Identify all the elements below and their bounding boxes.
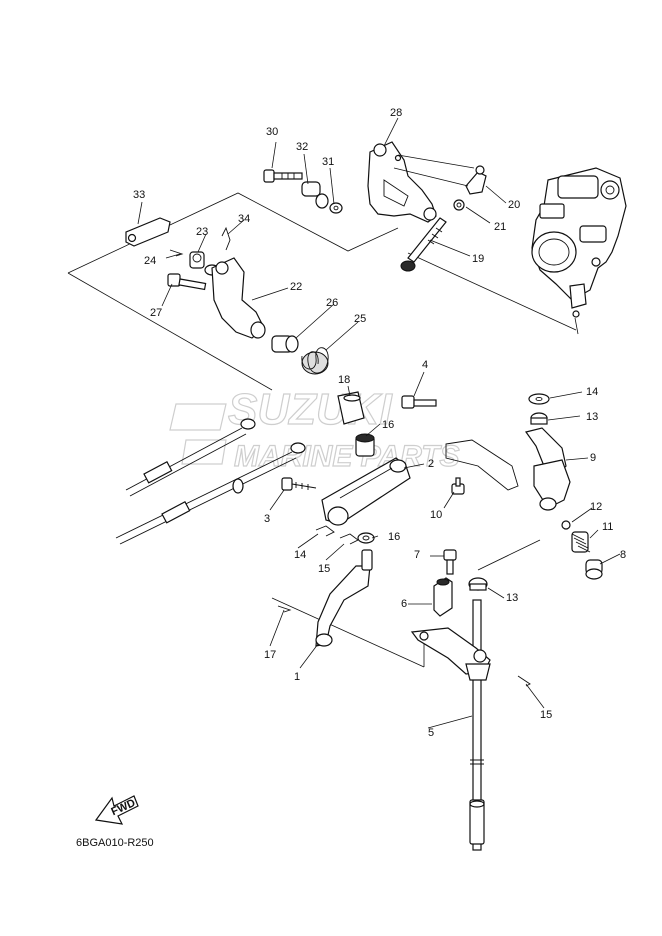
watermark-boat-logo	[169, 403, 227, 431]
callout-5: 5	[428, 727, 434, 739]
diagram-code: 6BGA010-R250	[76, 837, 154, 849]
part-22-joint	[393, 154, 487, 195]
part-3-bolt	[281, 477, 317, 491]
part-21-rod	[400, 217, 447, 272]
callout-35: 34	[238, 213, 250, 225]
callout-27: 25	[354, 313, 366, 325]
leader-lines	[137, 117, 621, 729]
part-31-bolt	[263, 169, 303, 183]
part-34-cable-end	[125, 217, 171, 247]
callout-16a: 14	[294, 549, 306, 561]
part-20-joint	[337, 391, 365, 425]
part-6-cam	[433, 577, 453, 617]
callout-17: 16	[382, 419, 394, 431]
part-32-washer	[329, 202, 343, 214]
part-5-shift-shaft	[410, 599, 491, 851]
part-1-shift-arm	[315, 549, 373, 647]
callout-20: 18	[338, 374, 350, 386]
callout-18: 16	[388, 531, 400, 543]
callout-32: 31	[322, 156, 334, 168]
part-10-bolt	[451, 477, 465, 495]
part-11-spring	[571, 531, 591, 553]
callout-12: 12	[590, 501, 602, 513]
callout-31: 30	[266, 126, 278, 138]
callout-25: 23	[196, 226, 208, 238]
callout-1: 1	[294, 671, 300, 683]
callout-15: 15	[540, 709, 552, 721]
part-7-bolt	[443, 549, 457, 575]
part-9-bracket	[524, 427, 571, 511]
throttle-body	[531, 167, 627, 318]
part-13-nut-upper	[530, 412, 548, 425]
callout-14: 14	[586, 386, 598, 398]
part-12-ball	[561, 520, 571, 530]
callout-7: 7	[414, 549, 420, 561]
part-19-pin	[277, 605, 292, 613]
part-16-clips	[315, 525, 359, 545]
watermark-sub: MARINE PARTS	[234, 440, 460, 473]
callout-33: 32	[296, 141, 308, 153]
callout-21: 19	[472, 253, 484, 265]
part-33-collar	[301, 181, 329, 209]
callout-19: 17	[264, 649, 276, 661]
callout-11: 11	[602, 521, 613, 533]
bracket-plate	[445, 439, 519, 491]
part-8-cap	[585, 559, 603, 580]
part-28-collar	[271, 335, 299, 353]
watermark-wave-logo	[181, 439, 227, 465]
part-30-bracket	[367, 141, 437, 223]
callout-13a: 13	[586, 411, 598, 423]
callout-4: 4	[422, 359, 428, 371]
fwd-label: FWD	[109, 797, 137, 818]
callout-3: 3	[264, 513, 270, 525]
part-15-pin	[517, 675, 531, 687]
control-cables	[115, 418, 306, 545]
callout-8: 8	[620, 549, 626, 561]
part-17-collar	[355, 433, 375, 457]
watermark-brand: SUZUKI	[228, 385, 393, 434]
part-27-spring	[301, 347, 329, 375]
callout-13b: 13	[506, 592, 518, 604]
callout-2: 2	[428, 458, 434, 470]
callout-26: 24	[144, 255, 156, 267]
part-24-lever	[211, 257, 266, 339]
callout-22: 20	[508, 199, 520, 211]
callout-23: 21	[494, 221, 506, 233]
callout-16b: 15	[318, 563, 330, 575]
callout-24: 22	[290, 281, 302, 293]
part-29-bolt	[167, 273, 207, 291]
fwd-arrow: FWD	[94, 795, 139, 825]
callout-28: 26	[326, 297, 338, 309]
callout-labels: 30 32 31 28 20 21 19 33 34 23 24 22 26 2…	[133, 107, 626, 739]
callout-10: 10	[430, 509, 442, 521]
part-18-washer	[357, 532, 375, 544]
callout-6: 6	[401, 598, 407, 610]
watermark: SUZUKI MARINE PARTS	[169, 384, 460, 474]
part-2-shift-link	[321, 457, 411, 526]
part-14-washer	[528, 393, 550, 405]
part-4-bolt	[401, 395, 437, 409]
callout-29: 27	[150, 307, 162, 319]
callout-9: 9	[590, 452, 596, 464]
part-23-nut	[453, 199, 465, 211]
part-26-clip	[169, 249, 184, 257]
part-13-nut-lower	[468, 577, 488, 591]
callout-34: 33	[133, 189, 145, 201]
callout-30: 28	[390, 107, 402, 119]
part-35-cotter-pin	[221, 226, 231, 251]
